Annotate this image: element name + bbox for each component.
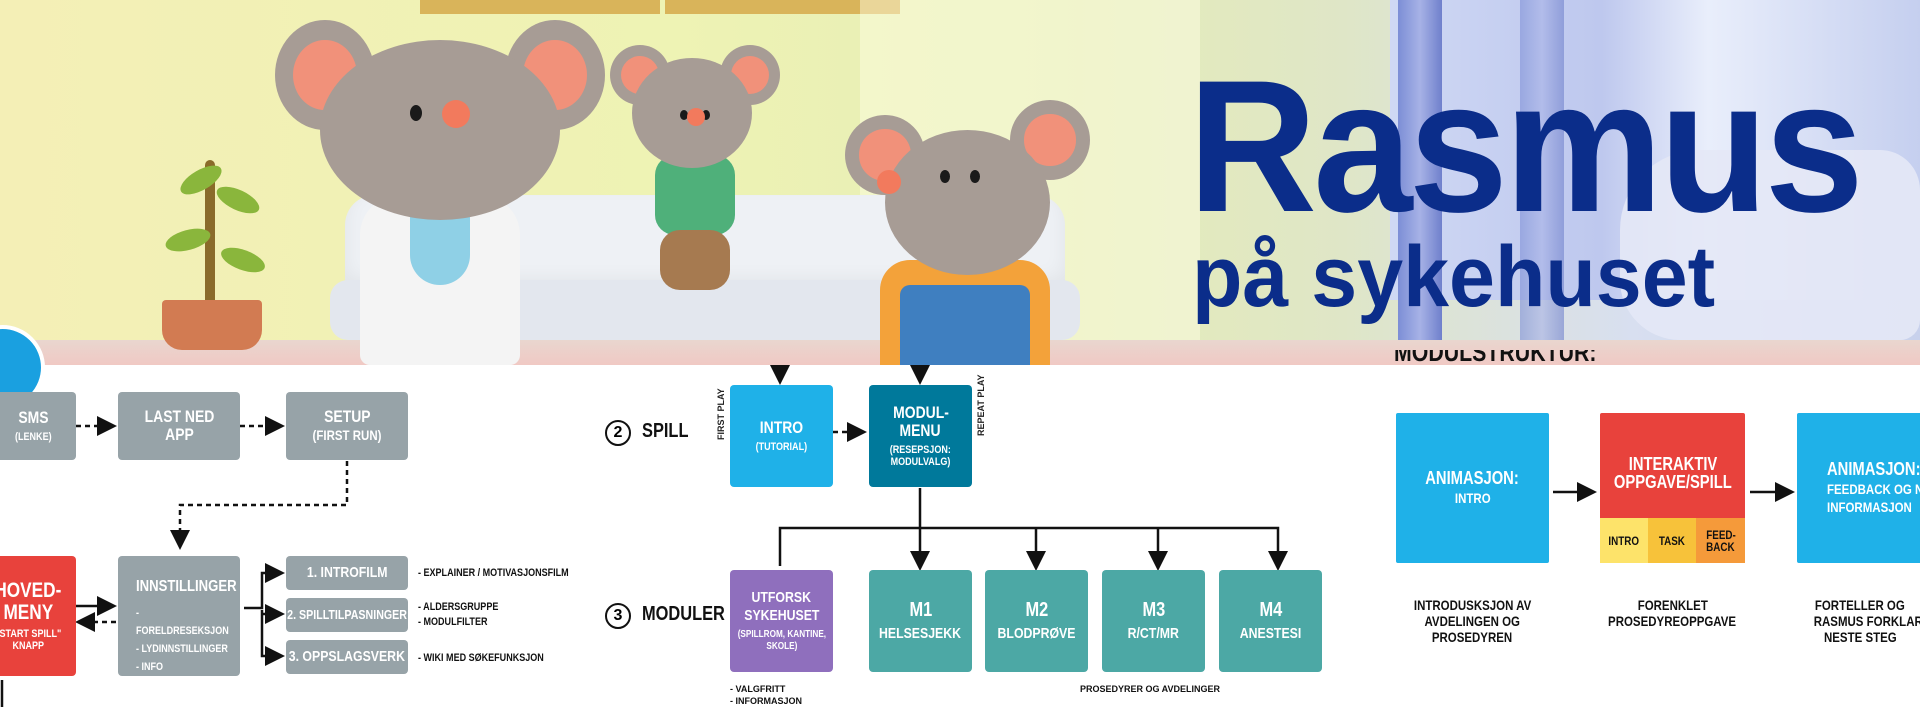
module-m3-code: M3: [1142, 599, 1165, 621]
modules-footer: PROSEDYRER OG AVDELINGER: [1079, 684, 1221, 694]
shelf: [420, 0, 660, 14]
interactive-phases: INTRO TASK FEED- BACK: [1600, 518, 1745, 563]
caption-task: FORENKLET PROSEDYREOPPGAVE: [1608, 597, 1737, 629]
explore-label: UTFORSK: [751, 589, 812, 606]
module-structure-heading: MODULSTRUKTUR:: [1394, 350, 1597, 365]
plant-pot: [162, 300, 262, 350]
caption-feedback: FORTELLER OG RASMUS FORKLARER NESTE STEG: [1813, 597, 1920, 645]
main-menu-sub: "START SPILL": [0, 628, 62, 640]
animation-feedback-sub-2: INFORMASJON: [1827, 499, 1912, 515]
repeat-play-label: REPEAT PLAY: [976, 374, 986, 436]
settings-item-sound: - LYDINNSTILLINGER: [136, 643, 228, 655]
download-label-2: APP: [164, 425, 194, 444]
phase-task: TASK: [1648, 518, 1696, 563]
module-menu-label: MODUL-: [892, 403, 949, 422]
download-label: LAST NED: [144, 407, 214, 426]
title-line-1: Rasmus: [1188, 41, 1864, 251]
settings-box: INNSTILLINGER - FORELDRESEKSJON - LYDINN…: [118, 556, 240, 676]
intro-film-note: - EXPLAINER / MOTIVASJONSFILM: [418, 567, 569, 579]
shelf: [665, 0, 900, 14]
animation-intro-label: ANIMASJON:: [1425, 468, 1520, 488]
module-m1-box: M1 HELSESJEKK: [869, 570, 972, 672]
intro-tutorial-box: INTRO (TUTORIAL): [730, 385, 833, 487]
explore-hospital-box: UTFORSK SYKEHUSET (SPILLROM, KANTINE, SK…: [730, 570, 833, 672]
explore-notes: - VALGFRITT - INFORMASJON: [730, 683, 802, 707]
curtain: [1398, 0, 1442, 365]
module-m1-code: M1: [909, 599, 932, 621]
sms-label: SMS: [17, 408, 49, 427]
intro-film-label: 1. INTROFILM: [306, 564, 388, 581]
settings-item-info: - INFO: [136, 661, 164, 673]
module-m2-code: M2: [1025, 599, 1048, 621]
interactive-label-2: OPPGAVE/SPILL: [1613, 472, 1732, 492]
module-menu-sub-2: MODULVALG): [890, 456, 951, 468]
settings-label: INNSTILLINGER: [136, 578, 237, 595]
first-play-label: FIRST PLAY: [716, 388, 726, 440]
settings-item-parents: - FORELDRESEKSJON: [136, 607, 229, 637]
hero-banner: Rasmus på sykehuset: [0, 0, 1920, 365]
sms-box: SMS (LENKE): [0, 392, 76, 460]
reference-note: - WIKI MED SØKEFUNKSJON: [418, 652, 544, 664]
curtain: [1520, 0, 1564, 365]
section-number-3: 3: [605, 603, 631, 629]
intro-film-box: 1. INTROFILM: [286, 556, 408, 590]
phase-intro: INTRO: [1600, 518, 1648, 563]
module-m2-box: M2 BLODPRØVE: [985, 570, 1088, 672]
hero-title: Rasmus på sykehuset: [1188, 52, 1895, 320]
module-m4-code: M4: [1259, 599, 1282, 621]
sms-sub: (LENKE): [14, 431, 52, 443]
section-number-2: 2: [605, 420, 631, 446]
main-menu-sub-2: KNAPP: [12, 640, 44, 652]
download-app-box: LAST NED APP: [118, 392, 240, 460]
intro-sub: (TUTORIAL): [755, 441, 808, 453]
module-menu-box: MODUL- MENU (RESEPSJON: MODULVALG): [869, 385, 972, 487]
explore-note-optional: - VALGFRITT: [730, 684, 786, 694]
phase-feedback: FEED- BACK: [1696, 518, 1745, 563]
setup-label: SETUP: [323, 407, 371, 426]
animation-feedback-label: ANIMASJON:: [1827, 459, 1920, 479]
caption-intro: INTRODUSKSJON AV AVDELINGEN OG PROSEDYRE…: [1413, 597, 1532, 645]
section-play-title: SPILL: [642, 420, 689, 442]
main-menu-label: HOVED-: [0, 579, 62, 602]
intro-label: INTRO: [759, 418, 804, 437]
game-adjust-note-2: - MODULFILTER: [418, 616, 488, 628]
game-adjust-label: 2. SPILLTILPASNINGER: [287, 607, 407, 622]
animation-feedback-box: ANIMASJON: FEEDBACK OG NY INFORMASJON: [1797, 413, 1920, 563]
module-menu-sub: (RESEPSJON:: [889, 444, 952, 456]
animation-intro-box: ANIMASJON: INTRO: [1396, 413, 1549, 563]
reference-label: 3. OPPSLAGSVERK: [288, 648, 406, 665]
explore-sub: (SPILLROM, KANTINE,: [737, 629, 826, 640]
title-line-2: på sykehuset: [1192, 229, 1716, 325]
animation-feedback-sub: FEEDBACK OG NY: [1827, 481, 1920, 497]
explore-note-info: - INFORMASJON: [730, 696, 802, 706]
module-m4-name: ANESTESI: [1239, 625, 1302, 642]
module-m3-name: R/CT/MR: [1127, 625, 1180, 642]
game-adjust-note-1: - ALDERSGRUPPE: [418, 601, 499, 613]
animation-intro-sub: INTRO: [1454, 490, 1491, 506]
explore-label-2: SYKEHUSET: [743, 607, 820, 624]
explore-sub-2: SKOLE): [766, 641, 797, 652]
setup-sub: (FIRST RUN): [312, 427, 382, 443]
main-menu-box: HOVED- MENY "START SPILL" KNAPP: [0, 556, 76, 676]
setup-box: SETUP (FIRST RUN): [286, 392, 408, 460]
module-m3-box: M3 R/CT/MR: [1102, 570, 1205, 672]
main-menu-label-2: MENY: [3, 601, 53, 624]
interactive-label: INTERAKTIV: [1628, 454, 1717, 474]
module-m4-box: M4 ANESTESI: [1219, 570, 1322, 672]
module-m2-name: BLODPRØVE: [997, 625, 1076, 642]
section-modules-title: MODULER: [642, 603, 725, 625]
armchair: [1620, 150, 1920, 340]
reference-box: 3. OPPSLAGSVERK: [286, 640, 408, 674]
module-menu-label-2: MENU: [899, 421, 942, 440]
game-adjust-box: 2. SPILLTILPASNINGER: [286, 598, 408, 632]
module-m1-name: HELSESJEKK: [879, 625, 962, 642]
